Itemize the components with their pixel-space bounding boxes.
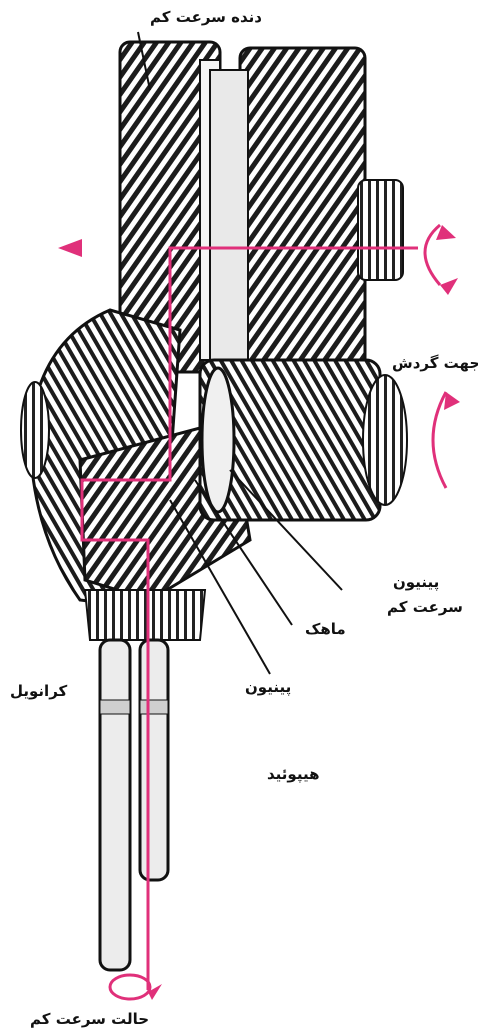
output-shafts [100,640,168,970]
flow-arrowhead [58,239,82,257]
rotation-arrow-top [425,225,458,295]
main-shaft [210,70,248,400]
low-speed-gear-label: دنده سرعت کم [150,8,262,26]
low-speed-state-label: حالت سرعت کم [30,1010,149,1028]
low-speed-pinion [200,360,407,520]
low-speed-pinion-label-line2: سرعت کم [387,598,463,616]
pinion-label: پینیون [245,678,291,696]
lower-bevel-gears [85,590,205,640]
hypoid-label: هیپوئید [267,765,319,783]
rotation-arrow-middle [433,392,460,488]
rotation-direction-label: جهت گردش [392,354,478,372]
dog-clutch-label: ماهک [305,620,346,638]
low-speed-pinion-label-line1: پینیون [393,573,439,591]
countershaft-gear [240,48,403,368]
crown-wheel-label: کرانویل [10,682,67,700]
dog-clutch [202,368,234,512]
rotation-arrow-bottom [110,975,162,1000]
